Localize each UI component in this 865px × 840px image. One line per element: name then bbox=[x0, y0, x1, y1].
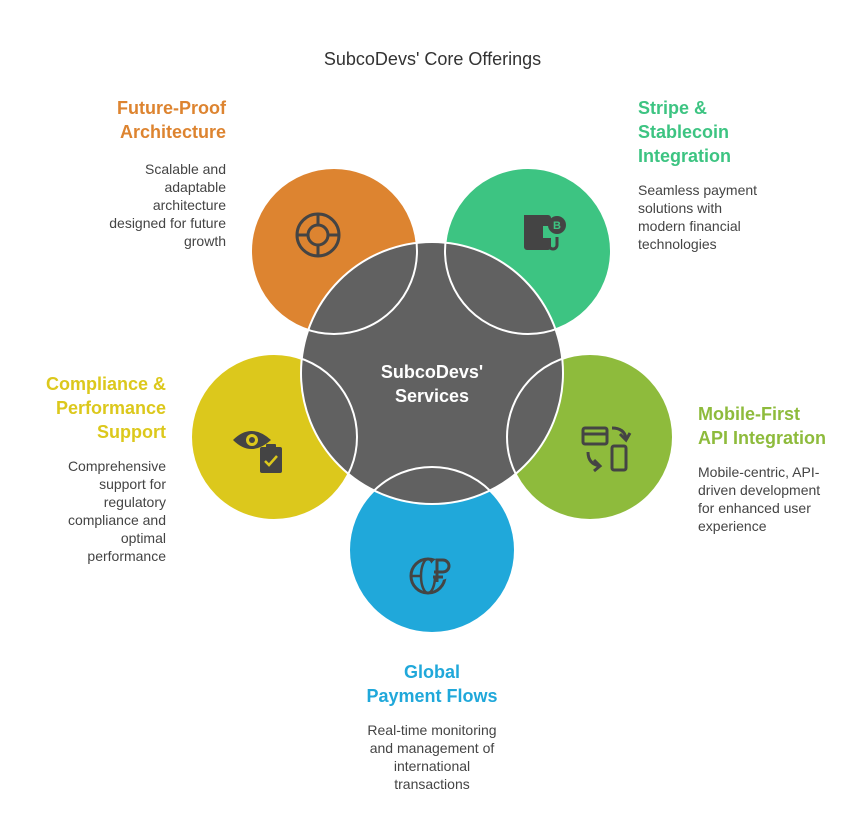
description-line: modern financial bbox=[638, 218, 741, 234]
global-payment-description: Real-time monitoring and management of i… bbox=[332, 721, 532, 793]
compliance-description: Comprehensive support for regulatory com… bbox=[68, 457, 166, 565]
future-proof-title-line: Architecture bbox=[119, 122, 226, 142]
mobile-first-title-line: API Integration bbox=[698, 428, 827, 448]
description-line: technologies bbox=[638, 236, 717, 252]
description-line: Mobile-centric, API- bbox=[698, 464, 820, 480]
stripe-title: Stripe & Stablecoin Integration bbox=[638, 96, 731, 168]
eye-clipboard-icon bbox=[233, 431, 282, 473]
diagram-title: SubcoDevs' Core Offerings bbox=[323, 49, 542, 69]
mobile-first-title-line: Mobile-First bbox=[698, 404, 800, 424]
compliance-title-line: Performance bbox=[55, 398, 166, 418]
description-line: designed for future bbox=[109, 215, 226, 231]
description-line: performance bbox=[87, 548, 166, 564]
description-line: compliance and bbox=[67, 512, 166, 528]
description-line: architecture bbox=[152, 197, 226, 213]
description-line: optimal bbox=[120, 530, 166, 546]
hub-label-line1: SubcoDevs' bbox=[381, 362, 483, 382]
description-line: and management of bbox=[369, 740, 495, 756]
stripe-title-line: Integration bbox=[638, 146, 731, 166]
stripe-title-line: Stripe & bbox=[638, 98, 708, 118]
description-line: adaptable bbox=[164, 179, 226, 195]
description-line: for enhanced user bbox=[698, 500, 811, 516]
global-payment-petal bbox=[349, 467, 515, 633]
stripe-outline bbox=[444, 167, 612, 335]
description-line: Scalable and bbox=[145, 161, 226, 177]
stripe-description: Seamless payment solutions with modern f… bbox=[638, 181, 757, 253]
description-line: Seamless payment bbox=[638, 182, 758, 198]
global-payment-title-line: Payment Flows bbox=[366, 686, 498, 706]
future-proof-outline bbox=[250, 167, 418, 335]
petal-outlines bbox=[190, 167, 674, 634]
compliance-title: Compliance & Performance Support bbox=[46, 372, 166, 444]
future-proof-description: Scalable and adaptable architecture desi… bbox=[109, 160, 226, 250]
mobile-first-description: Mobile-centric, API- driven development … bbox=[698, 463, 820, 535]
description-line: Comprehensive bbox=[67, 458, 166, 474]
description-line: solutions with bbox=[638, 200, 723, 216]
global-payment-title-line: Global bbox=[403, 662, 460, 682]
target-wheel-icon bbox=[295, 212, 341, 258]
future-proof-title-line: Future-Proof bbox=[117, 98, 226, 118]
description-line: driven development bbox=[698, 482, 821, 498]
card-to-phone-icon bbox=[581, 426, 632, 473]
description-line: Real-time monitoring bbox=[367, 722, 497, 738]
mobile-first-title: Mobile-First API Integration bbox=[698, 402, 826, 450]
description-line: experience bbox=[698, 518, 767, 534]
mobile-first-outline bbox=[506, 353, 674, 521]
description-line: international bbox=[393, 758, 471, 774]
global-payment-title: Global Payment Flows bbox=[332, 660, 532, 708]
center-hub bbox=[300, 241, 564, 505]
hub-label-line2: Services bbox=[395, 386, 469, 406]
compliance-title-line: Compliance & bbox=[45, 374, 166, 394]
description-line: transactions bbox=[394, 776, 470, 792]
compliance-outline bbox=[190, 353, 358, 521]
description-line: growth bbox=[183, 233, 226, 249]
description-line: support for bbox=[99, 476, 166, 492]
compliance-title-line: Support bbox=[97, 422, 166, 442]
future-proof-title: Future-Proof Architecture bbox=[117, 96, 226, 144]
global-payment-outline bbox=[348, 466, 516, 634]
svg-text:B: B bbox=[553, 220, 561, 232]
description-line: regulatory bbox=[103, 494, 166, 510]
bitcoin-wallet-icon: B bbox=[524, 215, 566, 251]
stripe-title-line: Stablecoin bbox=[638, 122, 730, 142]
globe-currency-icon bbox=[409, 557, 452, 595]
